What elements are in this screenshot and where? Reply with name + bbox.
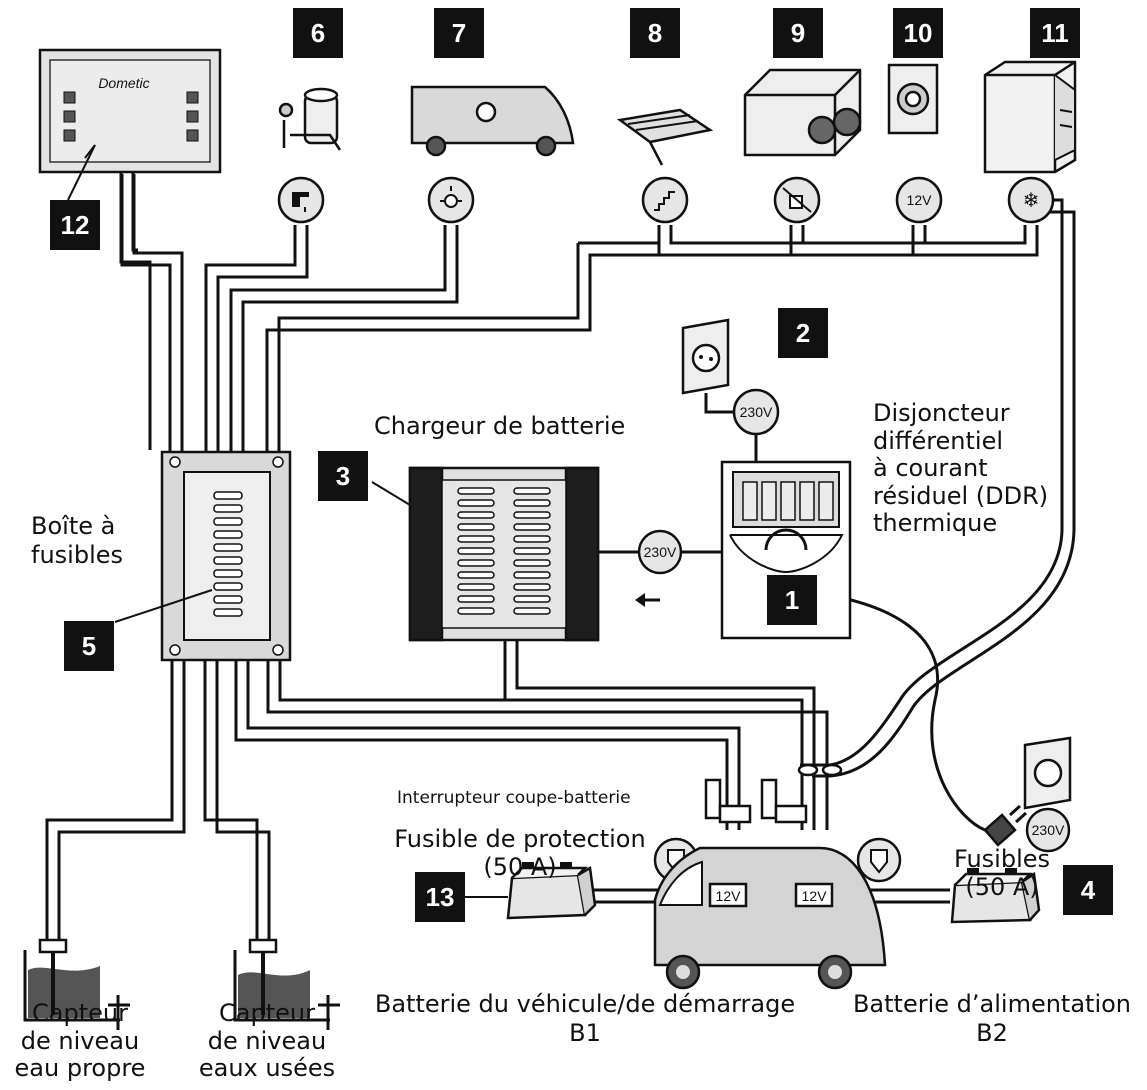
lamp-icon [440,186,462,208]
rcd-label-line4: résiduel (DDR) [873,481,1049,510]
badge-12: 12 [50,200,100,250]
badge-13: 13 [415,872,465,922]
waste-water-line2: de niveau [207,1026,327,1055]
rcd-label-line3: à courant [873,454,988,483]
badge-2: 2 [778,308,828,358]
badge-9: 9 [773,8,823,58]
vehicle-battery-label: Batterie du véhicule/de démarrage B1 [362,990,808,1048]
protection-fuse-line2: (50 A) [483,852,557,881]
fresh-water-line3: eau propre [14,1054,146,1083]
fusebox-label-line2: fusibles [31,540,124,569]
protection-fuse-line1: Fusible de protection [394,825,646,853]
v12-label-b2: 12V [802,888,828,904]
vehicle: 12V 12V [653,846,887,990]
rcd-label-line1: Disjoncteur [873,399,1010,427]
rcd-label: Disjoncteur différentiel à courant résid… [873,399,1049,538]
waste-water-sensor-tank [233,938,340,1030]
rcd-label-line2: différentiel [873,426,1004,455]
fuse-icon [870,849,888,874]
fuse-box [114,450,292,662]
battery-switch-label: Interrupteur coupe-batterie [397,788,631,808]
v230-symbol-mains: 230V [740,404,773,420]
badge-11: 11 [1030,8,1080,58]
tap-icon [292,192,309,212]
badge-5: 5 [64,621,114,671]
fusebox-label-line1: Boîte à [31,512,116,540]
protection-fuse-label: Fusible de protection (50 A) [374,825,666,881]
wires [45,172,1076,940]
waste-water-line1: Capteur [219,999,315,1027]
fuses-label-line2: (50 A) [965,872,1039,901]
fuses-label-line1: Fusibles [953,845,1051,873]
vehicle-battery-line1: Batterie du véhicule/de démarrage [374,990,796,1018]
v230-symbol-charger: 230V [644,544,677,560]
entry-step [616,108,714,224]
water-pump [277,87,342,224]
panel-brand: Dometic [98,75,149,91]
badge-6: 6 [293,8,343,58]
heater [743,68,862,224]
charger-label: Chargeur de batterie [374,412,626,440]
snowflake-icon: ❄ [1023,188,1040,212]
badge-3: 3 [318,451,368,501]
step-icon [654,191,675,211]
fresh-water-sensor-label: Capteur de niveau eau propre [0,999,160,1083]
battery-charger [371,466,600,642]
plug-icon [983,804,1028,847]
socket-12v-icon: 12V [907,192,933,208]
rcd-label-line5: thermique [873,509,998,538]
badge-8: 8 [630,8,680,58]
battery-b2 [950,868,1041,924]
badge-10: 10 [893,8,943,58]
waste-water-line3: eaux usées [198,1054,336,1083]
supply-battery-line1: Batterie d’alimentation [852,990,1132,1018]
v12-label-b1: 12V [716,888,742,904]
fuses-label: Fusibles (50 A) [942,845,1062,901]
fresh-water-line2: de niveau [20,1026,140,1055]
supply-battery-line2: B2 [976,1018,1008,1047]
charger-mains-link: 230V [635,529,683,607]
waste-water-sensor-label: Capteur de niveau eaux usées [187,999,347,1083]
supply-battery-label: Batterie d’alimentation B2 [842,990,1142,1048]
vehicle-battery-line2: B1 [569,1018,601,1047]
badge-7: 7 [434,8,484,58]
rcd-unit [720,460,852,640]
battery-b1 [463,862,597,920]
fusebox-label: Boîte à fusibles [31,512,123,570]
badge-1: 1 [767,575,817,625]
interior-lighting [410,85,575,224]
socket-12v: 12V [887,63,943,224]
charger-vents [457,487,551,615]
external-mains: 230V [983,736,1072,853]
tap-circle [277,176,325,224]
fresh-water-sensor-tank [23,938,130,1030]
control-panel: Dometic [38,48,222,201]
badge-4: 4 [1063,865,1113,915]
fresh-water-line1: Capteur [32,999,128,1027]
fridge: ❄ [983,60,1077,224]
heater-icon [782,187,812,213]
mains-socket: 230V [681,318,780,462]
v230-symbol-external: 230V [1032,822,1065,838]
